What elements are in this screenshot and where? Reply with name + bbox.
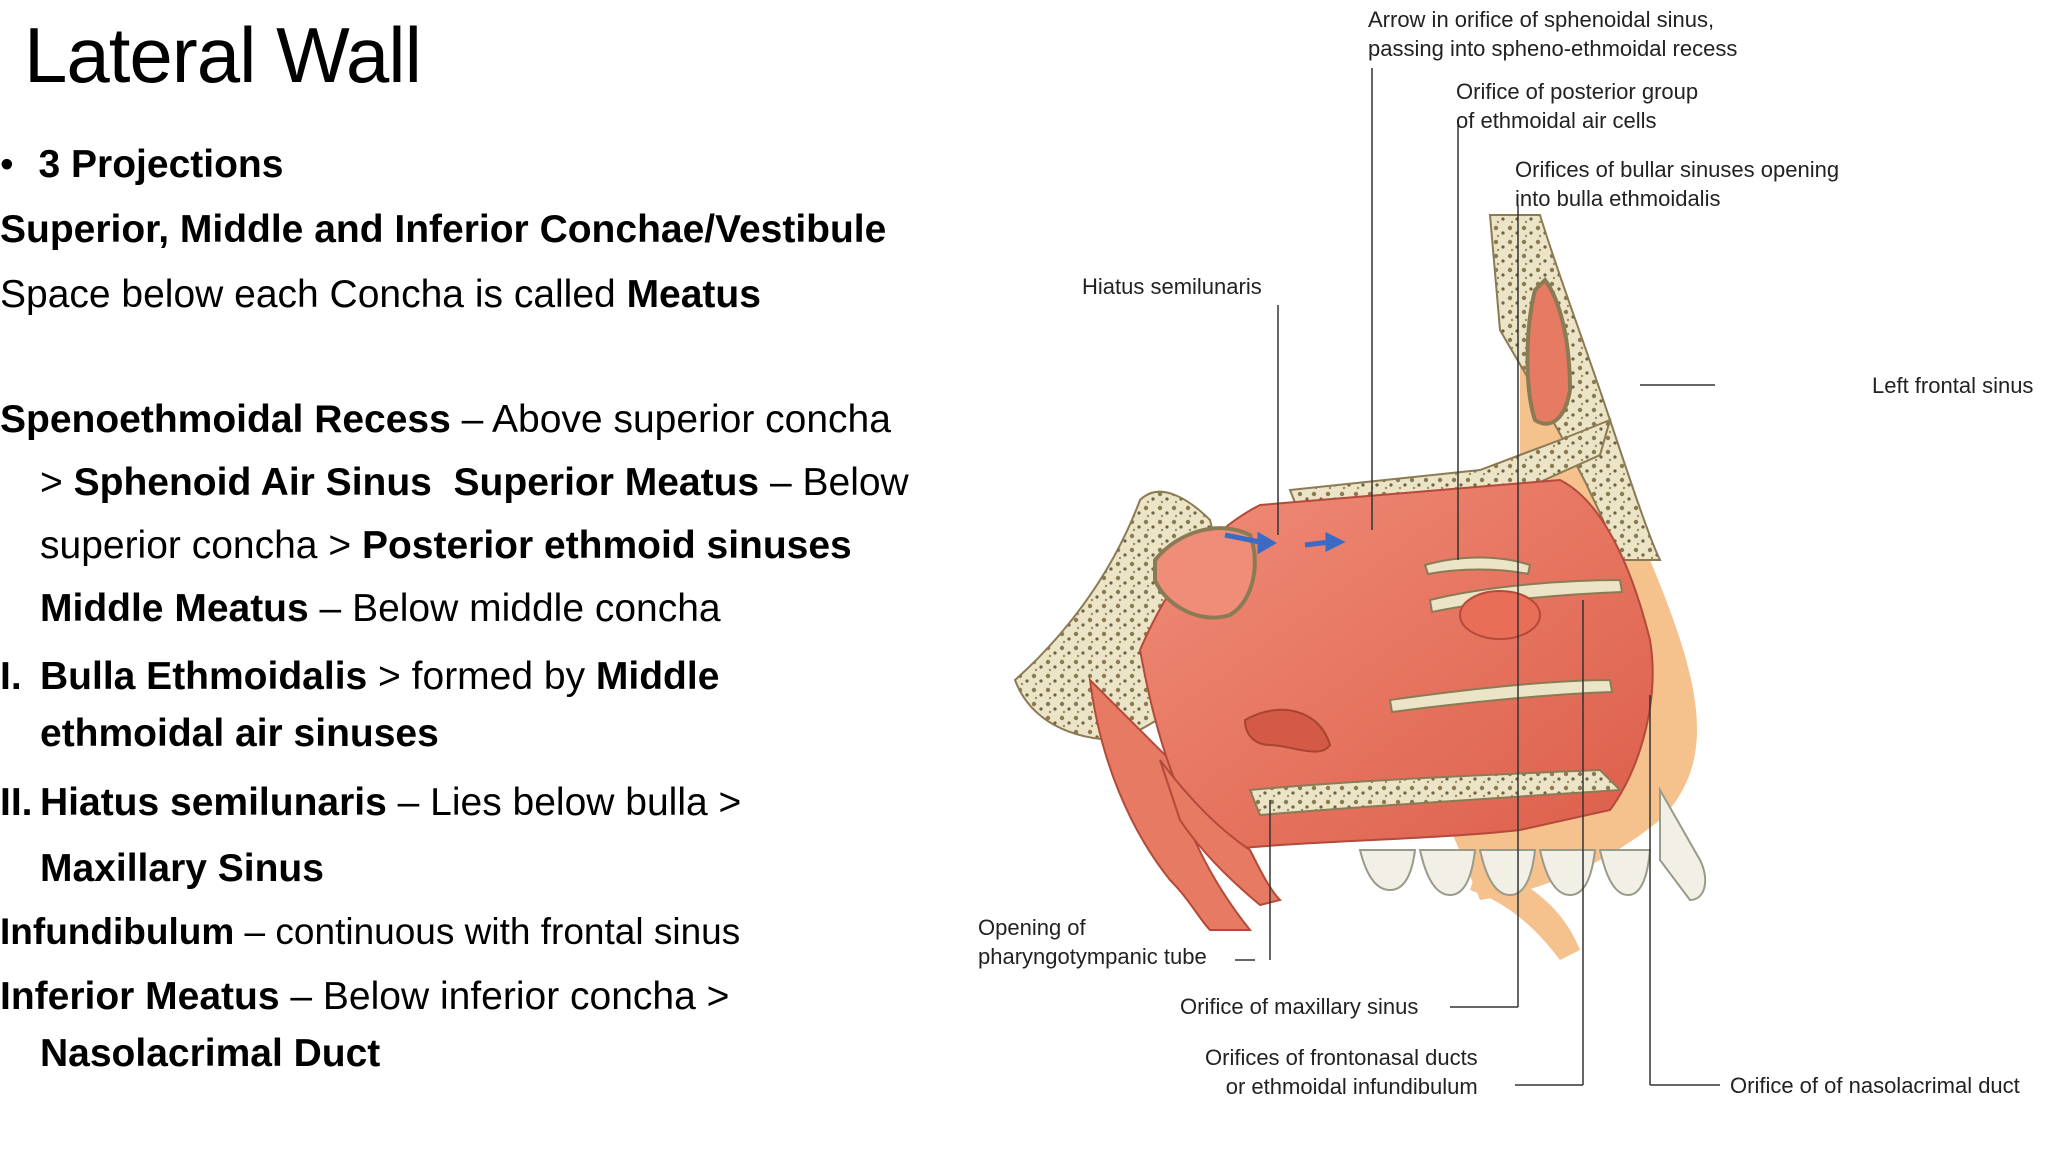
recess-desc: – Above superior concha xyxy=(450,398,891,441)
inferior-meatus-desc: – Below inferior concha > xyxy=(279,975,730,1018)
label-bullar-2: into bulla ethmoidalis xyxy=(1515,185,1721,211)
middle-term: Middle xyxy=(595,655,720,698)
middle-meatus-desc: – Below middle concha xyxy=(308,587,721,630)
label-posterior-ethmoidal: Orifice of posterior group of ethmoidal … xyxy=(1456,78,1698,135)
bulla-term: Bulla Ethmoidalis xyxy=(40,655,368,698)
leader-lines xyxy=(1235,68,1720,1086)
label-frontonasal-ducts: Orifices of frontonasal ducts or ethmoid… xyxy=(1205,1044,1478,1101)
spacer xyxy=(432,461,454,504)
sphenoid-sinus-term: Sphenoid Air Sinus xyxy=(73,461,432,504)
label-nasolacrimal-duct: Orifice of of nasolacrimal duct xyxy=(1730,1073,2020,1098)
inferior-meatus-term: Inferior Meatus xyxy=(0,975,280,1018)
meatus-line: Space below each Concha is called Meatus xyxy=(0,270,761,321)
label-tube-2: pharyngotympanic tube xyxy=(978,943,1207,969)
projections-text: 3 Projections xyxy=(38,143,284,186)
slide-title: Lateral Wall xyxy=(24,11,422,99)
sphenoid-sinus xyxy=(1153,526,1257,620)
bulla-desc: > formed by xyxy=(367,655,596,698)
hiatus-term: Hiatus semilunaris xyxy=(40,781,387,824)
superior-meatus-term: Superior Meatus xyxy=(453,461,760,504)
infundibulum-line: Infundibulum – continuous with frontal s… xyxy=(0,908,740,956)
bullet: • xyxy=(0,143,14,186)
label-posterior-2: of ethmoidal air cells xyxy=(1456,107,1657,133)
infundibulum-term: Infundibulum xyxy=(0,911,235,952)
inferior-meatus-line: Inferior Meatus – Below inferior concha … xyxy=(0,972,729,1023)
middle-meatus-line: Middle Meatus – Below middle concha xyxy=(40,584,721,635)
bulla-content: Bulla Ethmoidalis > formed by Middle xyxy=(40,652,719,703)
hiatus-desc: – Lies below bulla > xyxy=(386,781,742,824)
incisor xyxy=(1659,786,1707,902)
label-frontonasal-2: or ethmoidal infundibulum xyxy=(1225,1073,1478,1099)
label-frontonasal-1: Orifices of frontonasal ducts xyxy=(1205,1045,1478,1070)
label-maxillary-sinus: Orifice of maxillary sinus xyxy=(1180,994,1419,1019)
soft-palate xyxy=(1159,759,1282,907)
torus-tubarius xyxy=(1243,708,1332,753)
bulla-line: I. Bulla Ethmoidalis > formed by Middle xyxy=(0,652,719,703)
label-bullar-1: Orifices of bullar sinuses opening xyxy=(1515,157,1840,182)
maxillary-term: Maxillary Sinus xyxy=(40,847,324,890)
maxillary-line: Maxillary Sinus xyxy=(40,844,324,895)
posterior-ethmoid-line: superior concha > Posterior ethmoid sinu… xyxy=(40,521,852,572)
superior-meatus-line: > Sphenoid Air Sinus Superior Meatus – B… xyxy=(40,458,909,509)
ethmoidal-air-term: ethmoidal air sinuses xyxy=(40,712,439,755)
label-sphenoidal-2: passing into spheno-ethmoidal recess xyxy=(1368,35,1738,61)
meatus-intro: Space below each Concha is called xyxy=(0,273,627,316)
hard-palate xyxy=(1248,768,1623,817)
meatus-term: Meatus xyxy=(626,273,761,316)
superior-concha-text: superior concha > xyxy=(40,524,362,567)
infundibulum-desc: – continuous with frontal sinus xyxy=(234,911,741,952)
middle-meatus-term: Middle Meatus xyxy=(40,587,309,630)
numeral-ii: II. xyxy=(0,781,33,824)
bulla-ethmoidalis xyxy=(1459,590,1541,640)
ethmoidal-air-line: ethmoidal air sinuses xyxy=(40,709,439,760)
conchae-text: Superior, Middle and Inferior Conchae/Ve… xyxy=(0,208,887,251)
frontal-sinus xyxy=(1525,276,1573,426)
superior-meatus-desc: – Below xyxy=(759,461,909,504)
recess-line: Spenoethmoidal Recess – Above superior c… xyxy=(0,395,891,446)
label-left-frontal-sinus: Left frontal sinus xyxy=(1872,373,2034,398)
recess-term: Spenoethmoidal Recess xyxy=(0,398,451,441)
blue-arrows xyxy=(1224,531,1346,555)
nasal-cavity-illustration xyxy=(1013,68,1720,1086)
hiatus-line: II. Hiatus semilunaris – Lies below bull… xyxy=(0,778,741,829)
teeth-row xyxy=(1358,849,1652,897)
label-tube-1: Opening of xyxy=(978,915,1086,940)
superior-concha xyxy=(1423,556,1532,576)
nasolacrimal-line: Nasolacrimal Duct xyxy=(40,1029,380,1080)
hiatus-content: Hiatus semilunaris – Lies below bulla > xyxy=(40,778,741,829)
label-pharyngotympanic-tube: Opening of pharyngotympanic tube xyxy=(978,914,1207,971)
label-posterior-1: Orifice of posterior group xyxy=(1456,79,1699,104)
posterior-ethmoid-term: Posterior ethmoid sinuses xyxy=(361,524,852,567)
label-bullar-sinuses: Orifices of bullar sinuses opening into … xyxy=(1515,156,1839,213)
conchae-line: Superior, Middle and Inferior Conchae/Ve… xyxy=(0,205,886,256)
nasolacrimal-term: Nasolacrimal Duct xyxy=(40,1032,381,1075)
lateral-wall-diagram: Arrow in orifice of sphenoidal sinus, pa… xyxy=(960,0,2048,1152)
label-sphenoidal-arrow: Arrow in orifice of sphenoidal sinus, pa… xyxy=(1368,6,1737,63)
arrow-gt: > xyxy=(40,461,74,504)
inferior-concha xyxy=(1388,678,1614,714)
label-sphenoidal-1: Arrow in orifice of sphenoidal sinus, xyxy=(1368,7,1715,32)
label-hiatus-semilunaris: Hiatus semilunaris xyxy=(1082,274,1262,299)
bullet-line-projections: • 3 Projections xyxy=(0,140,283,191)
numeral-i: I. xyxy=(0,655,22,698)
